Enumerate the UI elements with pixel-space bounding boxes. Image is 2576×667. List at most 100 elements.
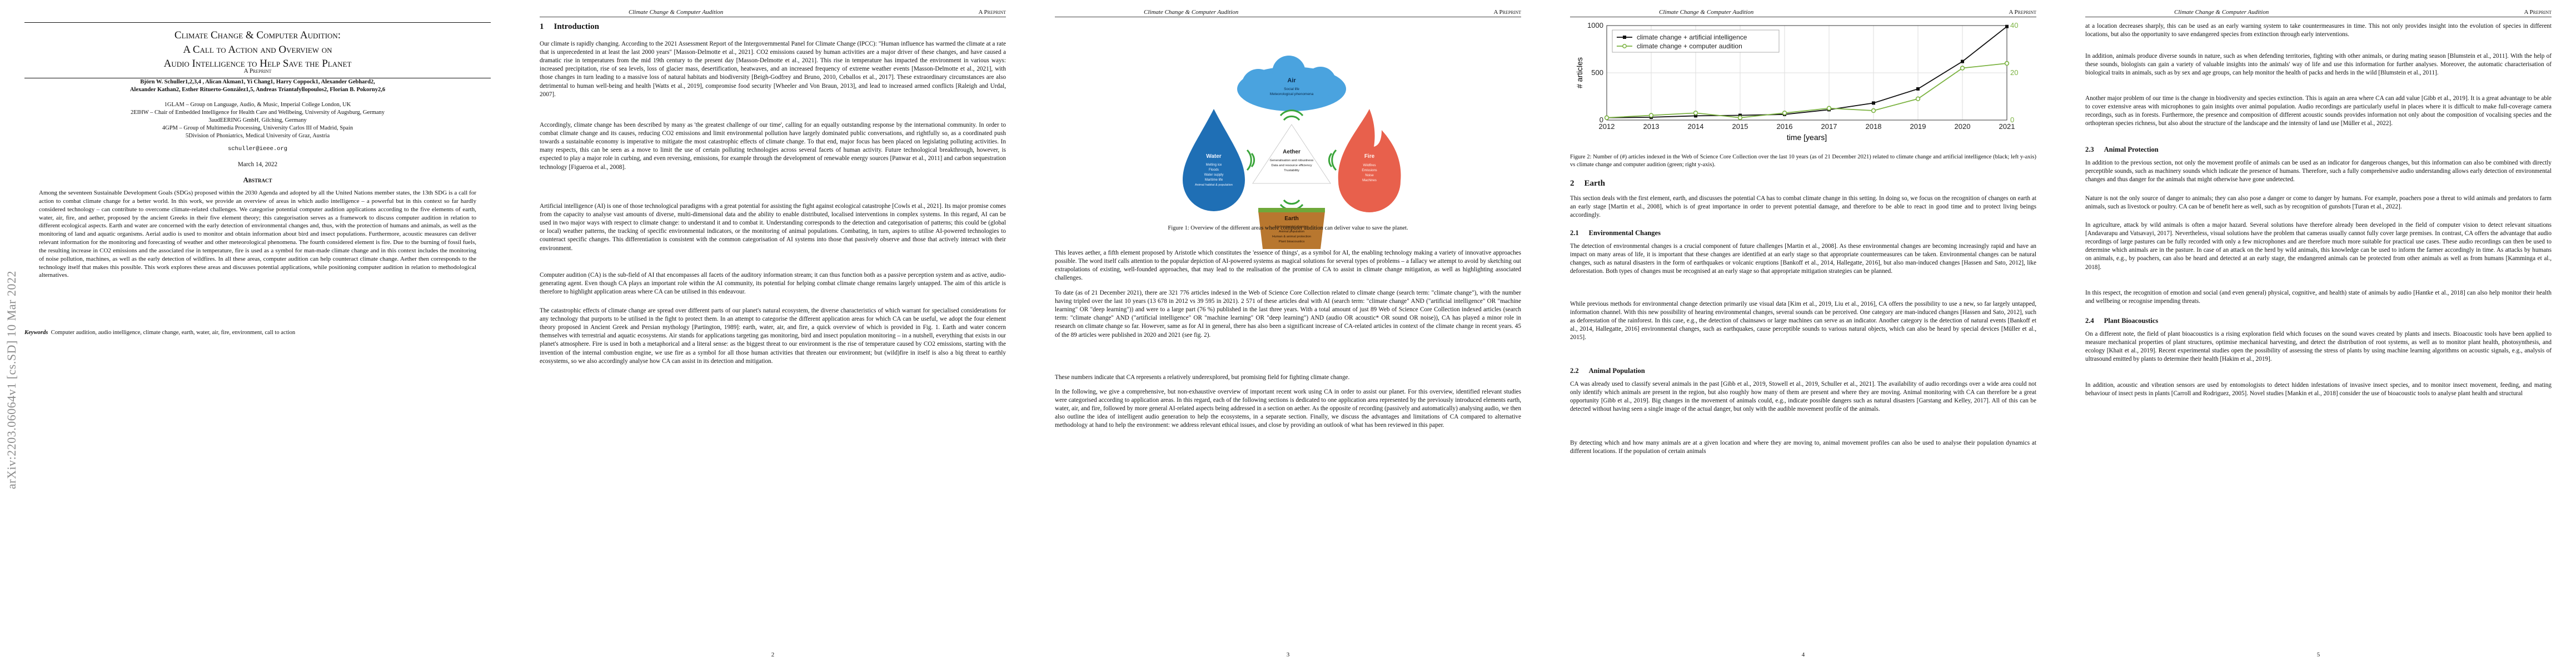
p5-paragraph-6: In agriculture, attack by wild animals i… xyxy=(2085,222,2552,271)
subsection-title: Animal Protection xyxy=(2104,146,2159,153)
keywords-text: Computer audition, audio intelligence, c… xyxy=(51,330,296,336)
series-line xyxy=(1606,63,2007,118)
p5-paragraph-8: On a different note, the field of plant … xyxy=(2085,331,2552,363)
fire-item: Noise xyxy=(1365,174,1374,177)
air-item: Meteorological phenomena xyxy=(1270,92,1314,96)
x-tick-label: 2017 xyxy=(1821,122,1837,131)
p3-paragraph-2: To date (as of 21 December 2021), there … xyxy=(1055,290,1521,339)
preprint-tag: A Preprint xyxy=(2524,9,2552,16)
page-2: Climate Change & Computer Audition A Pre… xyxy=(515,0,1030,667)
x-axis-label: time [years] xyxy=(1787,133,1827,142)
affiliation-4: 4GPM – Group of Multimedia Processing, U… xyxy=(162,125,353,131)
legend-entry: climate change + computer audition xyxy=(1637,42,1742,50)
earth-item: Plant bioacoustics xyxy=(1279,240,1305,243)
page-4: Climate Change & Computer Audition A Pre… xyxy=(1546,0,2061,667)
x-tick-label: 2014 xyxy=(1688,122,1704,131)
earth-item: Human & animal protection xyxy=(1272,235,1311,238)
subsection-title: Plant Bioacoustics xyxy=(2104,317,2159,325)
running-title: Climate Change & Computer Audition xyxy=(1144,9,1239,16)
running-header: Climate Change & Computer Audition A Pre… xyxy=(1570,9,2036,17)
earth-item: Animal population xyxy=(1279,230,1304,233)
running-title: Climate Change & Computer Audition xyxy=(2174,9,2269,16)
x-tick-label: 2016 xyxy=(1777,122,1793,131)
water-item: Maritime life xyxy=(1205,178,1223,182)
y-left-tick-label: 500 xyxy=(1591,68,1603,77)
plot-frame xyxy=(1606,25,2007,121)
running-header: Climate Change & Computer Audition A Pre… xyxy=(1055,9,1521,17)
aether-title: Aether xyxy=(1283,149,1301,155)
data-point xyxy=(1916,87,1920,91)
subsection-heading-animal-protection: 2.3 Animal Protection xyxy=(2085,146,2552,154)
keywords-label: Keywords xyxy=(24,330,48,336)
affiliation-1: 1GLAM – Group on Language, Audio, & Musi… xyxy=(164,102,351,108)
p5-paragraph-7: In this respect, the recognition of emot… xyxy=(2085,290,2552,305)
aether-item: Generalisation and robustness xyxy=(1270,159,1314,162)
water-item: Melting ice xyxy=(1206,163,1222,167)
affiliation-2: 2EIHW – Chair of Embedded Intelligence f… xyxy=(131,109,385,116)
paper-date: March 14, 2022 xyxy=(237,161,278,168)
preprint-label: A Preprint xyxy=(243,68,272,74)
earth-paragraph-1: This section deals with the first elemen… xyxy=(1570,195,2036,219)
preprint-tag: A Preprint xyxy=(978,9,1006,16)
page-number: 2 xyxy=(771,651,775,658)
subsection-heading-plant-bioacoustics: 2.4 Plant Bioacoustics xyxy=(2085,317,2552,325)
y-right-tick-label: 20 xyxy=(2010,68,2018,77)
section-number: 1 xyxy=(540,22,544,31)
affiliation-5: 5Division of Phoniatrics, Medical Univer… xyxy=(185,133,330,139)
title-line-1: Climate Change & Computer Audition: xyxy=(174,29,341,41)
authors-line-2: Alexander Kathan2, Esther Rituerto-Gonzá… xyxy=(129,87,386,93)
p3-paragraph-4: In the following, we give a comprehensiv… xyxy=(1055,389,1521,429)
data-point xyxy=(1693,111,1698,116)
x-tick-label: 2018 xyxy=(1866,122,1882,131)
earth-paragraph-3: While previous methods for environmental… xyxy=(1570,301,2036,341)
earth-paragraph-5: By detecting which and how many animals … xyxy=(1570,440,2036,455)
y-right-tick-label: 0 xyxy=(2010,116,2014,124)
subsection-number: 2.2 xyxy=(1570,367,1579,375)
water-title: Water xyxy=(1206,153,1222,160)
air-title: Air xyxy=(1287,77,1296,84)
intro-paragraph-5: The catastrophic effects of climate chan… xyxy=(540,307,1006,365)
chart-legend: climate change + artificial intelligence… xyxy=(1612,29,1780,53)
section-number: 2 xyxy=(1570,179,1575,188)
y-right-tick-label: 40 xyxy=(2010,21,2018,29)
x-tick-label: 2019 xyxy=(1910,122,1926,131)
page-number: 5 xyxy=(2316,651,2320,658)
section-title: Introduction xyxy=(554,22,599,31)
intro-paragraph-3: Artificial intelligence (AI) is one of t… xyxy=(540,203,1006,252)
data-point xyxy=(1604,115,1610,120)
subsection-number: 2.3 xyxy=(2085,146,2094,153)
figure-2-caption: Figure 2: Number of (#) articles indexed… xyxy=(1570,154,2036,168)
fire-item: Emissions xyxy=(1362,169,1377,172)
intro-paragraph-1: Our climate is rapidly changing. Accordi… xyxy=(540,41,1006,98)
water-item: Floods xyxy=(1209,168,1219,172)
legend-marker xyxy=(1623,36,1626,39)
subsection-number: 2.4 xyxy=(2085,317,2094,325)
p3-paragraph-1: This leaves aether, a fifth element prop… xyxy=(1055,250,1521,282)
earth-title: Earth xyxy=(1284,216,1299,222)
x-tick-label: 2021 xyxy=(1999,122,2015,131)
air-item: Social life xyxy=(1284,87,1299,91)
abstract-text: Among the seventeen Sustainable Developm… xyxy=(39,190,476,279)
authors-line-1: Björn W. Schuller1,2,3,4 , Alican Akman1… xyxy=(140,79,375,85)
fire-item: Machines xyxy=(1362,179,1377,182)
author-email: schuller@ieee.org xyxy=(227,146,288,152)
p5-paragraph-2: In addition, animals produce diverse sou… xyxy=(2085,53,2552,77)
data-point xyxy=(1826,106,1832,111)
title-line-3: Audio Intelligence to Help Save the Plan… xyxy=(163,58,352,70)
y-left-tick-label: 1000 xyxy=(1587,21,1603,29)
water-item: Water supply xyxy=(1204,173,1224,177)
running-title: Climate Change & Computer Audition xyxy=(1659,9,1754,16)
preprint-tag: A Preprint xyxy=(1493,9,1521,16)
earth-block: Earth Environmental changes Animal popul… xyxy=(1258,208,1325,249)
data-point xyxy=(1872,101,1875,105)
data-point xyxy=(1648,113,1654,118)
y-left-tick-label: 0 xyxy=(1600,116,1603,124)
data-point xyxy=(1871,108,1876,113)
earth-paragraph-4: CA was already used to classify several … xyxy=(1570,381,2036,413)
x-tick-label: 2015 xyxy=(1732,122,1748,131)
p5-paragraph-4: In addition to the previous section, not… xyxy=(2085,160,2552,183)
data-point xyxy=(1782,111,1787,116)
